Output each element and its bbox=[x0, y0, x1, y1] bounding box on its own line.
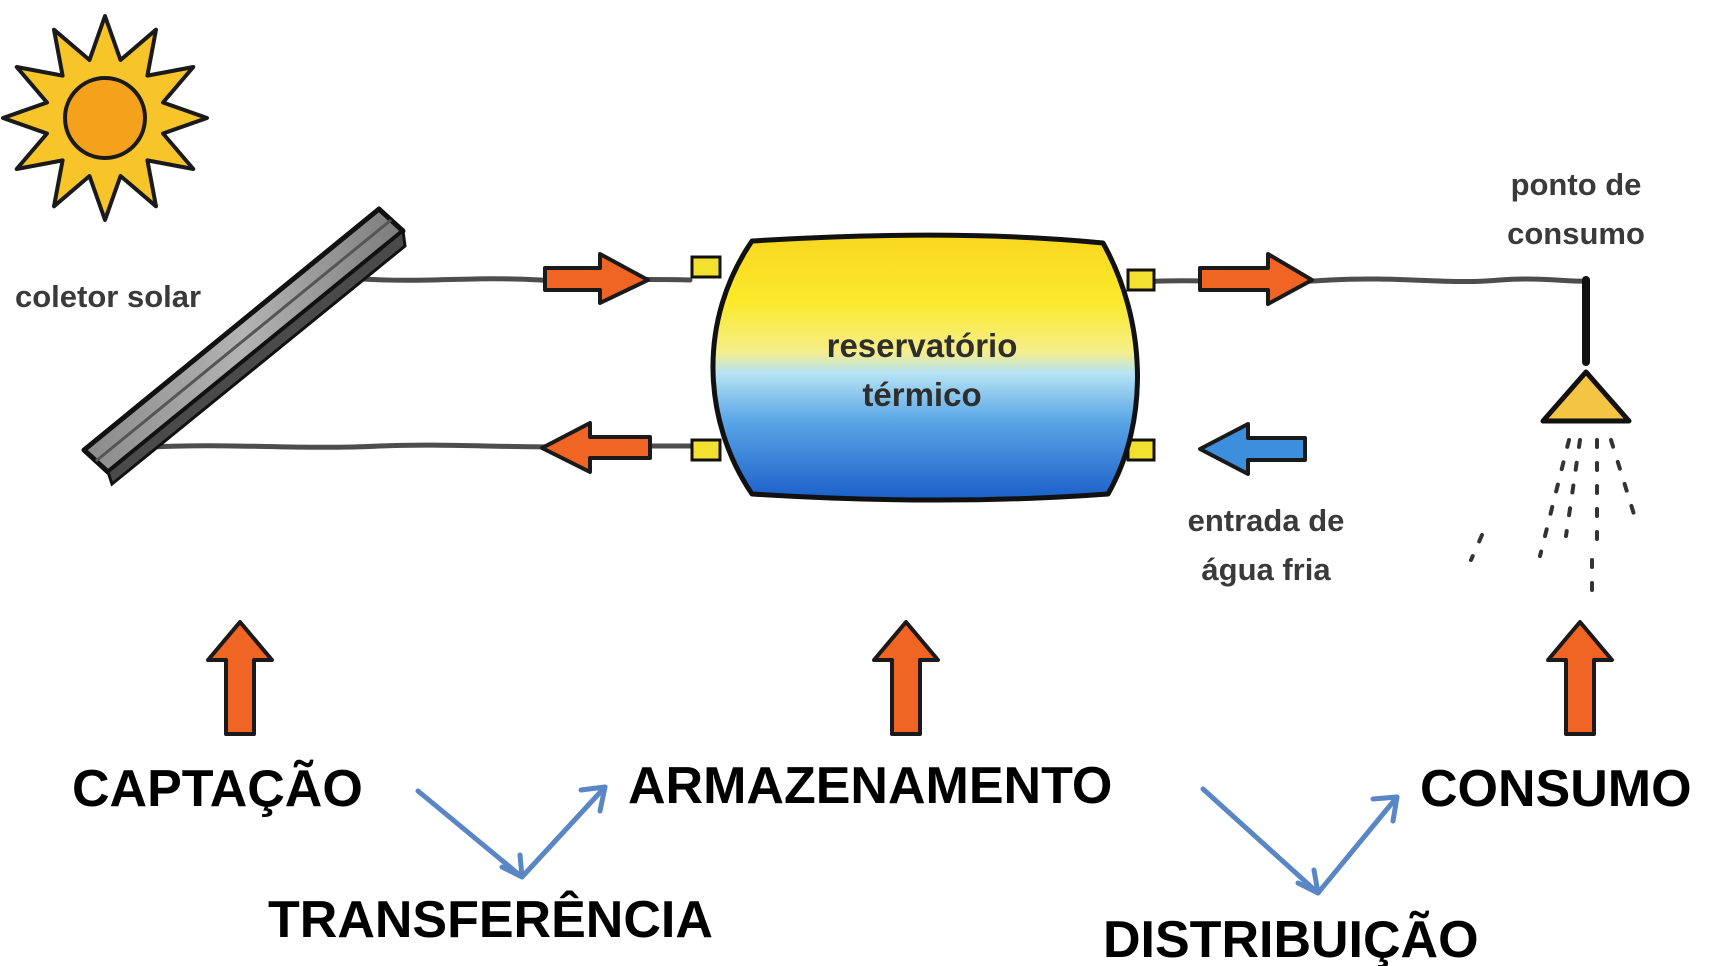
stage-storage-label: ARMAZENAMENTO bbox=[628, 757, 1112, 815]
return-pipe bbox=[147, 442, 703, 450]
tank-label-line1: reservatório bbox=[827, 327, 1018, 364]
stage-distribution-label: DISTRIBUIÇÃO bbox=[1103, 910, 1479, 966]
return-flow-arrow bbox=[540, 421, 652, 474]
tank-label-line2: térmico bbox=[862, 376, 981, 413]
hot-flow-arrow-to-tank bbox=[543, 252, 650, 305]
solar-collector bbox=[81, 206, 407, 487]
thermal-tank bbox=[690, 232, 1156, 503]
collector-label: coletor solar bbox=[15, 279, 201, 314]
stage-transfer-label: TRANSFERÊNCIA bbox=[268, 890, 713, 949]
cold-water-label-line1: entrada de bbox=[1188, 503, 1345, 538]
transfer-link-arrow bbox=[415, 784, 608, 880]
distribution-link-arrow bbox=[1200, 786, 1400, 896]
hot-flow-arrow-to-consumption bbox=[1198, 252, 1314, 306]
stage-consumption-label: CONSUMO bbox=[1420, 760, 1692, 818]
up-arrow-storage bbox=[872, 620, 940, 736]
up-arrow-consumption bbox=[1546, 620, 1614, 736]
cold-water-inlet-arrow bbox=[1198, 422, 1307, 476]
shower-head-icon bbox=[1469, 276, 1639, 596]
consumption-point-label-line1: ponto de bbox=[1511, 167, 1642, 202]
cold-water-label-line2: água fria bbox=[1201, 552, 1331, 587]
stage-capture-label: CAPTAÇÃO bbox=[72, 759, 363, 818]
sun-icon bbox=[1, 14, 209, 222]
up-arrow-capture bbox=[206, 620, 274, 736]
consumption-point-label-line2: consumo bbox=[1507, 216, 1645, 251]
